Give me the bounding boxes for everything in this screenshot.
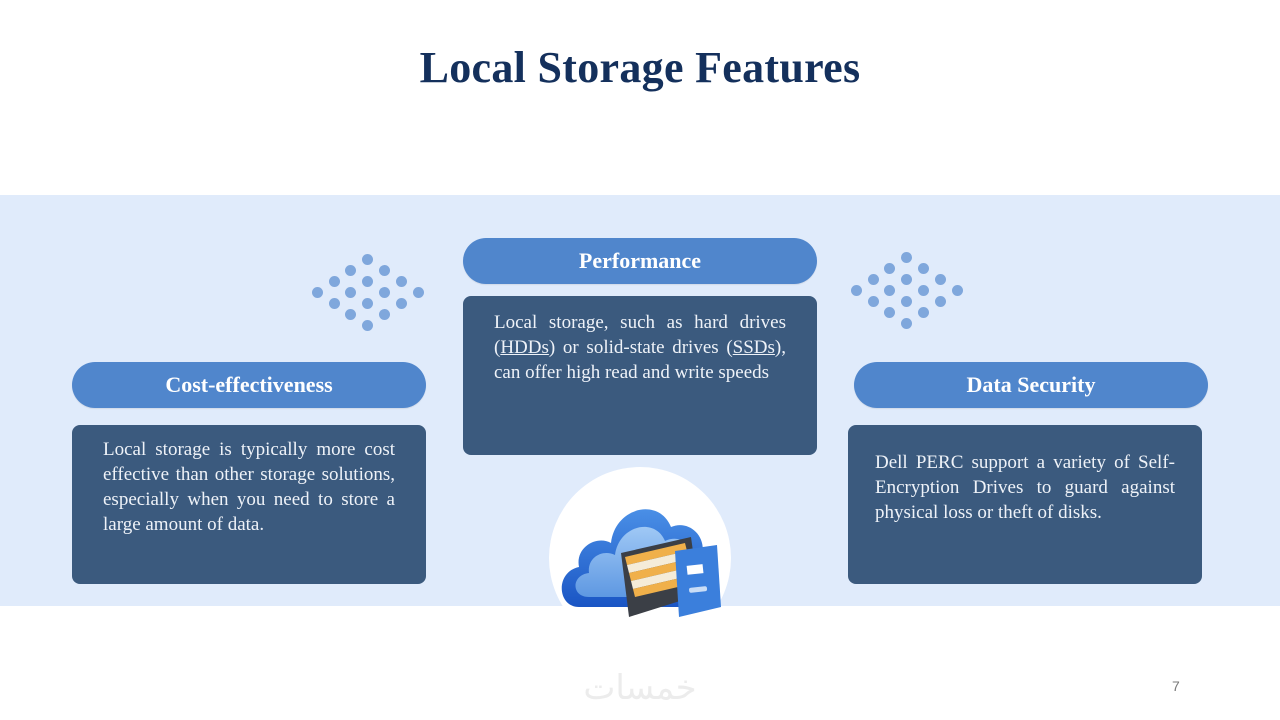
decorative-dot (329, 276, 340, 287)
watermark-logo: خمسات (583, 668, 697, 708)
body-text: ), can offer high read and write speeds (494, 337, 786, 383)
decorative-dot-grid-right (851, 252, 971, 342)
decorative-dot (362, 254, 373, 265)
ssds-link[interactable]: SSDs (732, 337, 775, 358)
decorative-dot (362, 320, 373, 331)
decorative-dot-grid-left (312, 254, 432, 344)
decorative-dot (312, 287, 323, 298)
decorative-dot (379, 265, 390, 276)
decorative-dot (952, 285, 963, 296)
decorative-dot (379, 287, 390, 298)
decorative-dot (345, 309, 356, 320)
page-number: 7 (1172, 678, 1180, 694)
drawer-label (686, 564, 704, 575)
decorative-dot (901, 274, 912, 285)
feature-card-data-security: Dell PERC support a variety of Self-Encr… (848, 425, 1202, 584)
feature-heading-cost-effectiveness: Cost-effectiveness (72, 362, 426, 408)
decorative-dot (884, 285, 895, 296)
decorative-dot (362, 298, 373, 309)
decorative-dot (901, 252, 912, 263)
body-text: Local storage, such as hard drives ( (494, 312, 786, 358)
decorative-dot (868, 296, 879, 307)
decorative-dot (884, 307, 895, 318)
drawer-handle (689, 586, 708, 593)
feature-card-cost-effectiveness: Local storage is typically more cost eff… (72, 425, 426, 584)
feature-heading-data-security: Data Security (854, 362, 1208, 408)
feature-body-data-security: Dell PERC support a variety of Self-Encr… (875, 452, 1175, 523)
slide-title: Local Storage Features (419, 43, 861, 92)
decorative-dot (396, 276, 407, 287)
decorative-dot (345, 265, 356, 276)
cloud-storage-illustration (561, 509, 721, 617)
decorative-dot (345, 287, 356, 298)
decorative-dot (918, 285, 929, 296)
decorative-dot (918, 263, 929, 274)
decorative-dot (918, 307, 929, 318)
decorative-dot (329, 298, 340, 309)
decorative-dot (901, 318, 912, 329)
body-text: ) or solid-state drives ( (548, 337, 733, 358)
hdds-link[interactable]: HDDs (500, 337, 549, 358)
decorative-dot (851, 285, 862, 296)
decorative-dot (396, 298, 407, 309)
decorative-dot (362, 276, 373, 287)
decorative-dot (935, 296, 946, 307)
decorative-dot (868, 274, 879, 285)
decorative-dot (413, 287, 424, 298)
drawer-front (675, 545, 721, 617)
feature-heading-performance: Performance (463, 238, 817, 284)
feature-card-performance: Local storage, such as hard drives (HDDs… (463, 296, 817, 455)
feature-body-cost-effectiveness: Local storage is typically more cost eff… (103, 439, 395, 535)
decorative-dot (884, 263, 895, 274)
cloud-file-cabinet-icon (549, 467, 731, 649)
decorative-dot (379, 309, 390, 320)
feature-body-performance: Local storage, such as hard drives (HDDs… (494, 310, 786, 385)
decorative-dot (935, 274, 946, 285)
decorative-dot (901, 296, 912, 307)
